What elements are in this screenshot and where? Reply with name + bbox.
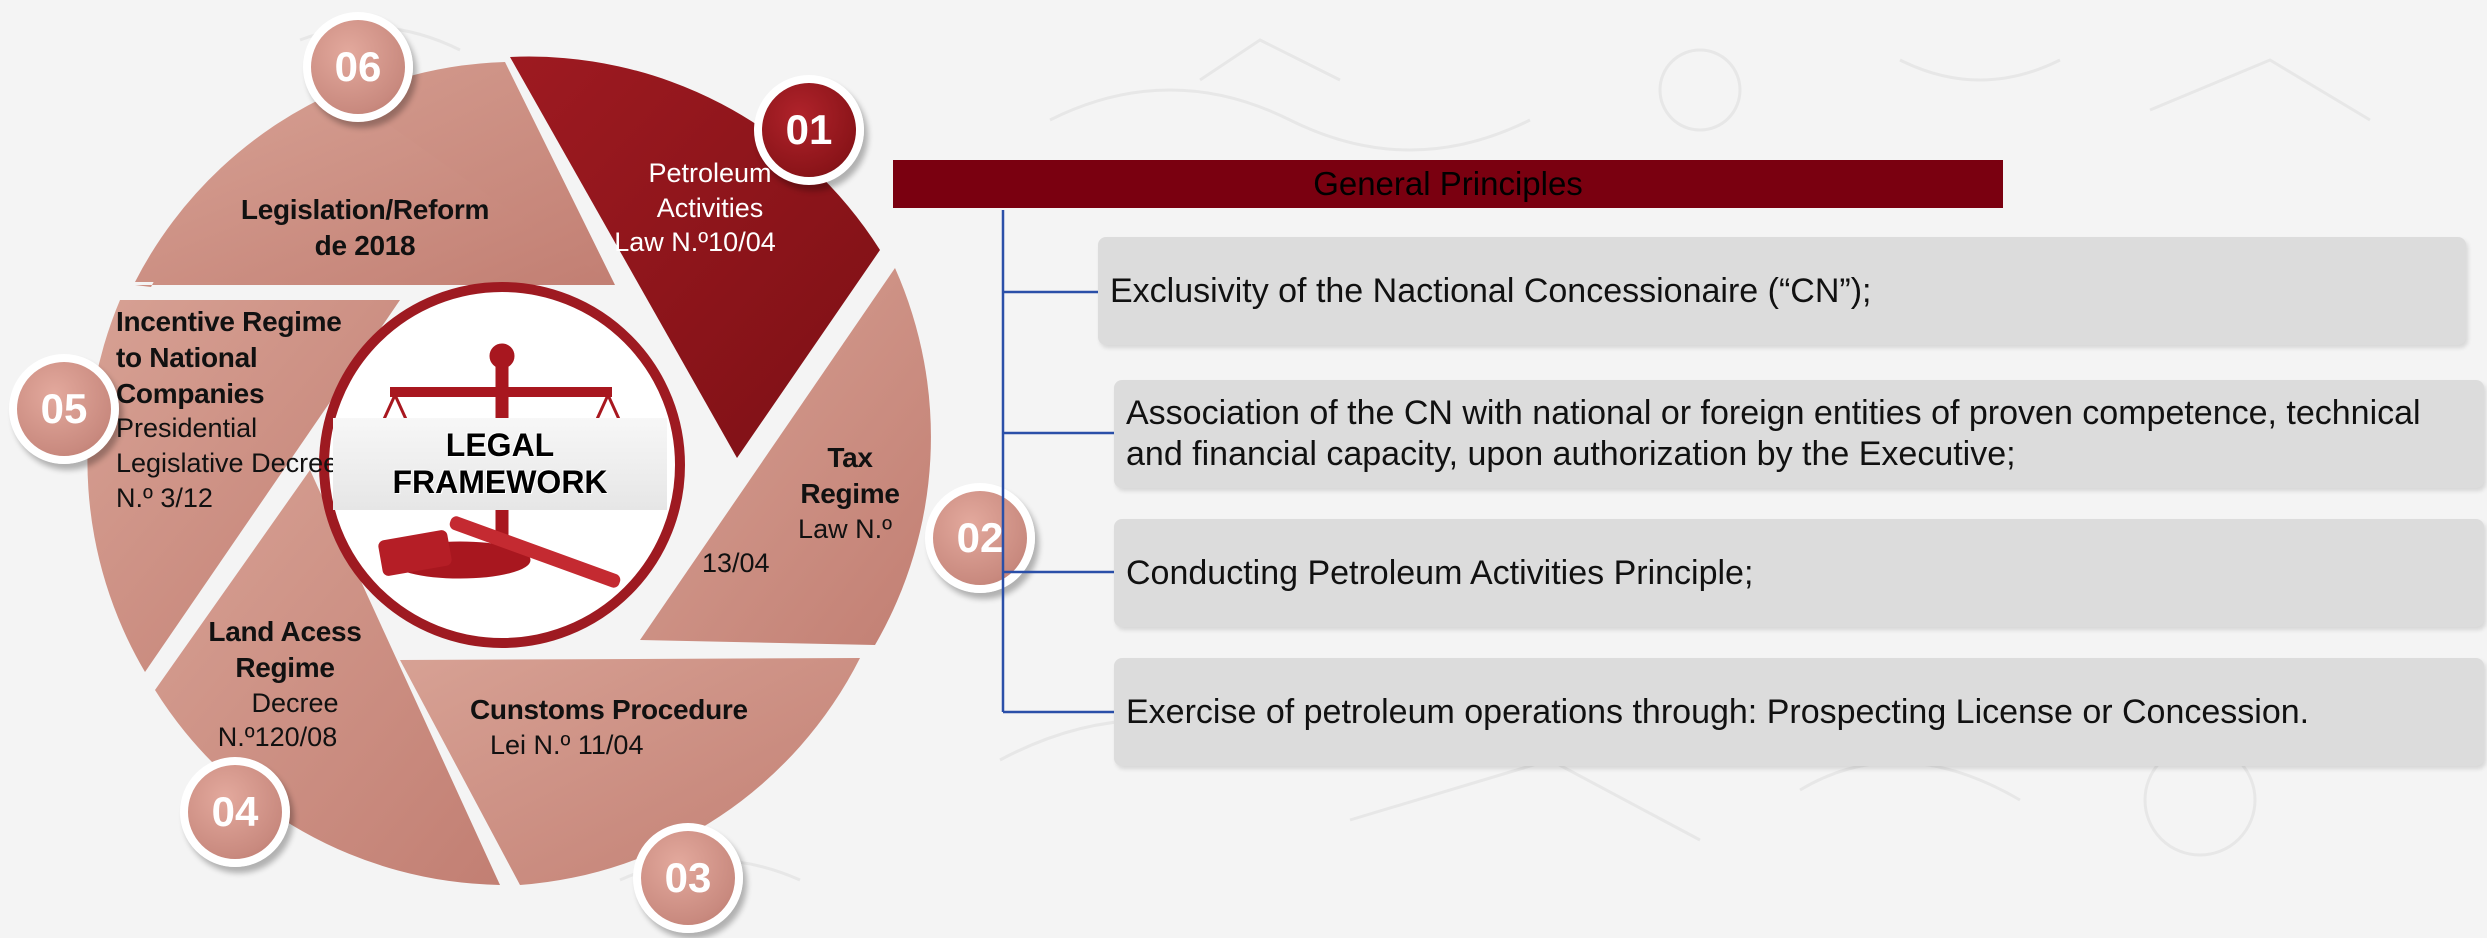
general-principles-title: General Principles	[1313, 165, 1583, 202]
center-label-line1: LEGAL	[445, 427, 555, 464]
segment-06-body	[135, 90, 610, 282]
segment-05	[87, 300, 401, 672]
segment-03-title: Cunstoms Procedure	[470, 694, 748, 725]
segment-02-title-line2: Regime	[800, 477, 900, 509]
badge-02: 02	[925, 483, 1035, 593]
principle-item-4: Exercise of petroleum operations through…	[1114, 658, 2484, 766]
principle-item-1-text: Exclusivity of the Nactional Concessiona…	[1110, 271, 1872, 310]
segment-02	[640, 268, 931, 645]
center-label: LEGAL FRAMEWORK	[333, 418, 667, 510]
segment-05-title-line1: Incentive Regime	[116, 306, 342, 337]
general-principles-header: General Principles	[893, 160, 2003, 208]
segment-05-law-line3: N.º 3/12	[116, 482, 213, 513]
segment-02-title-line1: Tax	[827, 442, 873, 473]
segment-02-law-line1: Law N.º	[798, 513, 892, 544]
principle-item-1: Exclusivity of the Nactional Concessiona…	[1098, 237, 2466, 345]
principle-item-3-text: Conducting Petroleum Activities Principl…	[1126, 553, 1754, 592]
segment-01-text: Petroleum Activities Law N.º10/04	[600, 156, 820, 260]
segment-04-title-line1: Land Acess	[208, 616, 362, 647]
segment-02-text: Tax Regime Law N.º 13/04	[690, 440, 930, 581]
segment-03-text: Cunstoms Procedure Lei N.º 11/04	[470, 692, 770, 762]
segment-03-law: Lei N.º 11/04	[490, 729, 644, 760]
principle-item-2: Association of the CN with national or f…	[1114, 380, 2484, 488]
segment-05-text: Incentive Regime to National Companies P…	[116, 304, 386, 515]
segment-05-law-line1: Presidential	[116, 413, 258, 444]
badge-06: 06	[303, 12, 413, 122]
segment-01-title-line1: Petroleum	[648, 158, 772, 188]
segment-04-title-line2: Regime	[235, 651, 335, 683]
center-label-line2: FRAMEWORK	[392, 464, 608, 500]
segment-01-law: Law N.º10/04	[614, 227, 776, 258]
segment-06-title-line1: Legislation/Reform	[240, 194, 490, 225]
badge-04: 04	[180, 757, 290, 867]
segment-04-text: Land Acess Regime Decree N.º120/08	[185, 614, 385, 755]
principle-item-4-text: Exercise of petroleum operations through…	[1126, 692, 2310, 731]
principle-item-2-line1: Association of the CN with national or f…	[1126, 394, 2421, 433]
gavel-icon	[378, 516, 621, 588]
badge-01: 01	[754, 75, 864, 185]
segment-05-title-line2: to National	[116, 341, 258, 373]
segment-04-law-line1: Decree	[251, 687, 339, 718]
principle-item-2-line2: and financial capacity, upon authorizati…	[1126, 435, 2016, 473]
segment-04-law-line2: N.º120/08	[217, 722, 338, 753]
segment-06-title-line2: de 2018	[314, 229, 416, 261]
badge-05: 05	[9, 354, 119, 464]
segment-05-law-line2: Legislative Decree	[116, 448, 339, 479]
badge-03: 03	[633, 823, 743, 933]
segment-06-text: Legislation/Reform de 2018	[210, 192, 520, 264]
segment-01-title-line2: Activities	[656, 192, 764, 223]
segment-02-law-line2: 13/04	[702, 548, 770, 579]
principle-item-3: Conducting Petroleum Activities Principl…	[1114, 519, 2484, 627]
segment-05-title-line3: Companies	[116, 377, 265, 409]
segment-03	[400, 658, 860, 885]
